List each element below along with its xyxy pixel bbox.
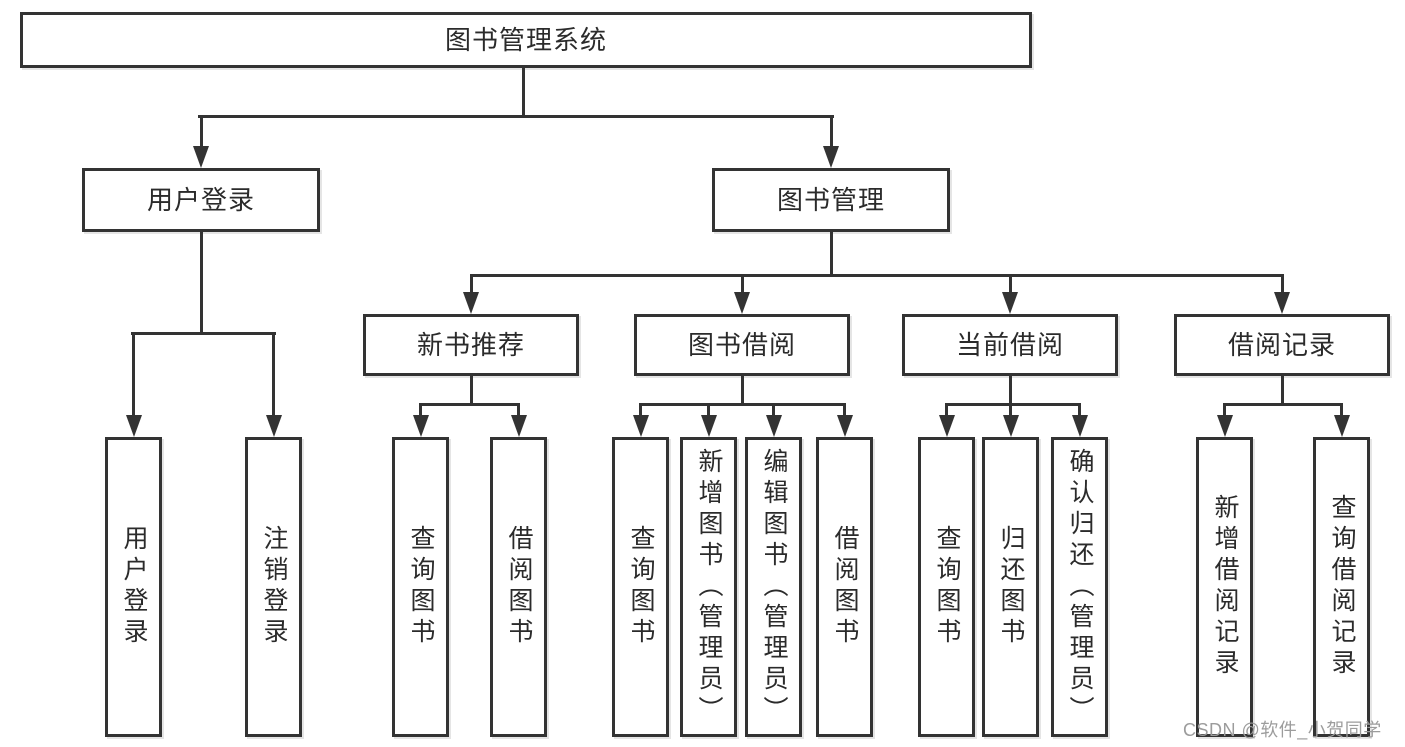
- connector-line: [740, 274, 744, 294]
- leaf-add-book-admin: 新增图书（管理员）: [680, 437, 737, 737]
- connector-arrow: [510, 415, 527, 437]
- connector-arrow: [734, 292, 750, 314]
- node-label: 借阅图书: [831, 525, 859, 649]
- node-label: 当前借阅: [955, 330, 1064, 360]
- leaf-user-login: 用户登录: [105, 437, 162, 737]
- connector-line: [829, 232, 833, 277]
- connector-line: [1223, 403, 1226, 417]
- connector-line: [1223, 403, 1343, 406]
- node-label: 查询图书: [933, 525, 961, 649]
- node-label: 注销登录: [260, 525, 288, 649]
- node-user-login: 用户登录: [82, 168, 320, 232]
- connector-line: [829, 115, 833, 148]
- node-label: 确认归还（管理员）: [1066, 447, 1094, 727]
- connector-line: [131, 332, 276, 335]
- node-label: 新书推荐: [416, 330, 525, 360]
- node-current-borrowing: 当前借阅: [902, 314, 1118, 376]
- connector-arrow: [836, 415, 853, 437]
- node-label: 编辑图书（管理员）: [760, 447, 788, 727]
- node-label: 查询图书: [407, 525, 435, 649]
- connector-arrow: [1071, 415, 1088, 437]
- connector-line: [199, 115, 203, 148]
- leaf-borrow-books-recommend: 借阅图书: [490, 437, 547, 737]
- leaf-query-books-recommend: 查询图书: [392, 437, 449, 737]
- connector-arrow: [463, 292, 479, 314]
- connector-line: [198, 115, 834, 118]
- connector-arrow: [938, 415, 955, 437]
- node-new-book-recommendation: 新书推荐: [363, 314, 579, 376]
- node-label: 查询图书: [627, 525, 655, 649]
- leaf-query-borrow-record: 查询借阅记录: [1313, 437, 1370, 737]
- connector-arrow: [1274, 292, 1290, 314]
- node-library-management-system: 图书管理系统: [20, 12, 1032, 68]
- connector-line: [1078, 403, 1081, 417]
- connector-line: [199, 232, 203, 334]
- node-label: 用户登录: [146, 185, 255, 215]
- connector-arrow: [632, 415, 649, 437]
- node-borrowing-records: 借阅记录: [1174, 314, 1390, 376]
- connector-arrow: [765, 415, 782, 437]
- connector-line: [1280, 274, 1284, 294]
- leaf-add-borrow-record: 新增借阅记录: [1196, 437, 1253, 737]
- connector-line: [419, 403, 520, 406]
- connector-line: [639, 403, 846, 406]
- connector-line: [1280, 376, 1284, 405]
- node-label: 新增图书（管理员）: [695, 447, 723, 727]
- connector-line: [639, 403, 642, 417]
- node-label: 图书管理: [776, 185, 885, 215]
- connector-line: [843, 403, 846, 417]
- csdn-watermark: CSDN @软件_小贺同学: [1183, 720, 1382, 740]
- connector-line: [772, 403, 775, 417]
- node-label: 借阅图书: [505, 525, 533, 649]
- leaf-confirm-return-admin: 确认归还（管理员）: [1051, 437, 1108, 737]
- leaf-return-book: 归还图书: [982, 437, 1039, 737]
- connector-arrow: [1002, 292, 1018, 314]
- connector-line: [469, 376, 473, 405]
- node-book-borrowing: 图书借阅: [634, 314, 850, 376]
- leaf-query-books-current: 查询图书: [918, 437, 975, 737]
- connector-line: [1008, 376, 1012, 405]
- connector-line: [707, 403, 710, 417]
- node-label: 图书借阅: [687, 330, 796, 360]
- connector-line: [1008, 274, 1012, 294]
- node-label: 新增借阅记录: [1211, 494, 1239, 680]
- leaf-logout: 注销登录: [245, 437, 302, 737]
- connector-line: [945, 403, 1081, 406]
- connector-arrow: [265, 415, 282, 437]
- connector-line: [517, 403, 520, 417]
- connector-line: [1009, 403, 1012, 417]
- connector-arrow: [125, 415, 142, 437]
- node-label: 用户登录: [120, 525, 148, 649]
- connector-line: [1340, 403, 1343, 417]
- node-book-management: 图书管理: [712, 168, 950, 232]
- connector-line: [469, 274, 473, 294]
- connector-line: [469, 274, 1284, 277]
- connector-arrow: [1216, 415, 1233, 437]
- connector-line: [132, 332, 135, 417]
- connector-line: [522, 68, 525, 116]
- connector-arrow: [1333, 415, 1350, 437]
- connector-line: [740, 376, 744, 405]
- node-label: 借阅记录: [1227, 330, 1336, 360]
- connector-arrow: [1002, 415, 1019, 437]
- connector-arrow: [412, 415, 429, 437]
- leaf-query-books-borrow: 查询图书: [612, 437, 669, 737]
- node-label: 归还图书: [997, 525, 1025, 649]
- node-label: 查询借阅记录: [1328, 494, 1356, 680]
- leaf-edit-book-admin: 编辑图书（管理员）: [745, 437, 802, 737]
- connector-line: [945, 403, 948, 417]
- connector-line: [419, 403, 422, 417]
- leaf-borrow-books-borrow: 借阅图书: [816, 437, 873, 737]
- connector-arrow: [193, 146, 209, 168]
- connector-arrow: [700, 415, 717, 437]
- connector-line: [272, 332, 275, 417]
- node-label: 图书管理系统: [444, 25, 607, 55]
- connector-arrow: [823, 146, 839, 168]
